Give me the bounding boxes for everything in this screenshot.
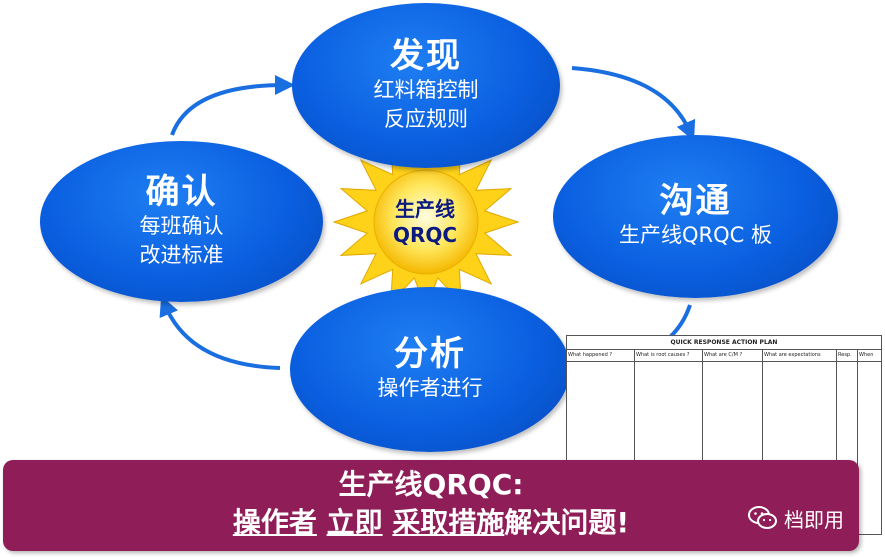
oval-analyze-line-1: 操作者进行	[377, 376, 483, 401]
oval-confirm-line-2: 改进标准	[139, 243, 224, 268]
oval-confirm-title: 确认	[145, 171, 218, 212]
action-plan-col-header: Resp.	[837, 350, 858, 361]
arrow-confirm-to-find	[170, 75, 295, 136]
wechat-icon	[748, 506, 777, 529]
sun-core	[373, 169, 479, 275]
oval-confirm: 确认 每班确认 改进标准	[40, 141, 323, 302]
watermark-text: 档即用	[784, 507, 844, 532]
oval-find-line-2: 反应规则	[384, 107, 468, 132]
action-plan-col-header: What is root causes ?	[635, 350, 703, 361]
sun-label: 生产线 QRQC	[355, 196, 495, 256]
banner-space	[383, 506, 393, 539]
banner-part-operator: 操作者	[232, 506, 317, 539]
action-plan-cell	[858, 362, 881, 536]
action-plan-col-header: What are C/M ?	[703, 350, 763, 361]
banner-statement: 操作者 立即 采取措施解决问题!	[3, 503, 859, 543]
arrow-find-to-communicate	[571, 66, 696, 142]
oval-communicate: 沟通 生产线QRQC 板	[553, 135, 838, 298]
action-plan-cell	[635, 362, 703, 536]
oval-communicate-line-1: 生产线QRQC 板	[619, 223, 772, 248]
sun-label-line-2: QRQC	[392, 223, 458, 247]
action-plan-cell	[837, 362, 858, 536]
banner-part-take-measures: 采取措施	[392, 506, 505, 539]
banner-part-immediately: 立即	[326, 506, 383, 539]
action-plan-col-header: When	[859, 352, 874, 358]
oval-analyze-title: 分析	[394, 334, 466, 375]
action-plan-body	[567, 362, 881, 536]
oval-analyze: 分析 操作者进行	[290, 287, 570, 452]
summary-banner: 生产线QRQC: 操作者 立即 采取措施解决问题!	[3, 460, 859, 551]
banner-title: 生产线QRQC:	[338, 468, 524, 501]
watermark: 档即用	[748, 503, 844, 533]
action-plan-col-header: What happened ?	[567, 350, 635, 361]
oval-confirm-line-1: 每班确认	[139, 213, 224, 238]
banner-space	[317, 506, 327, 539]
banner-part-solve-problem: 解决问题!	[504, 506, 630, 539]
action-plan-header-row: What happened ? What is root causes ? Wh…	[567, 350, 881, 362]
sun-label-line-1: 生产线	[395, 197, 455, 221]
action-plan-title: QUICK RESPONSE ACTION PLAN	[567, 336, 881, 350]
oval-find-title: 发现	[390, 35, 462, 76]
arrow-analyze-to-confirm	[159, 295, 281, 370]
oval-find-line-1: 红料箱控制	[373, 77, 479, 102]
action-plan-col-header: What are expectations	[763, 350, 837, 361]
oval-communicate-title: 沟通	[659, 181, 732, 222]
action-plan-cell	[567, 362, 635, 536]
action-plan-cell	[703, 362, 763, 536]
oval-find: 发现 红料箱控制 反应规则	[292, 3, 560, 168]
action-plan-cell	[763, 362, 837, 536]
